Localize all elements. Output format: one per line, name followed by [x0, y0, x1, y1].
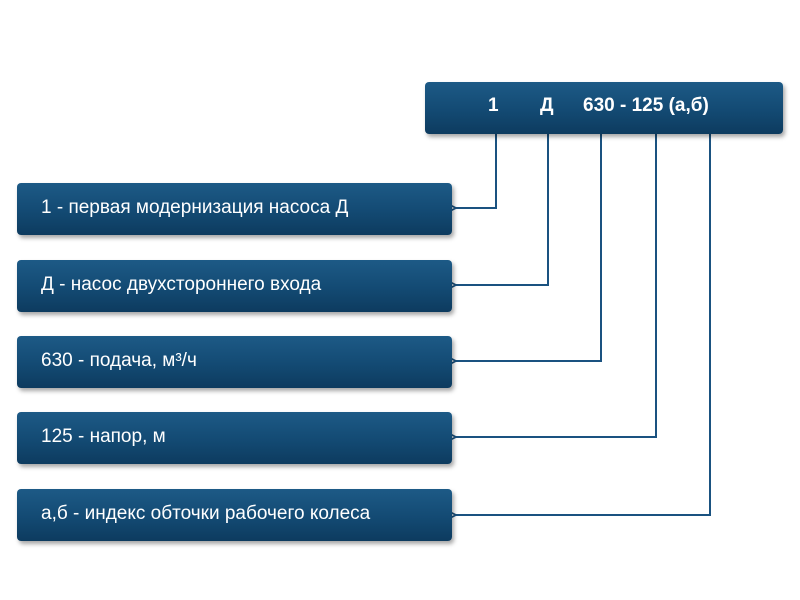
- connector-d: [456, 134, 549, 285]
- connector-125: [456, 134, 657, 437]
- code-part-pump-type: Д: [540, 95, 554, 116]
- connector-1: [456, 134, 497, 208]
- label-flow: 630 - подача, м³/ч: [17, 336, 452, 388]
- label-pump-type: Д - насос двухстороннего входа: [17, 260, 452, 312]
- connector-630: [456, 134, 602, 361]
- connector-ab: [456, 134, 711, 515]
- label-impeller-index: а,б - индекс обточки рабочего колеса: [17, 489, 452, 541]
- label-modernization: 1 - первая модернизация насоса Д: [17, 183, 452, 235]
- code-part-modernization: 1: [488, 95, 499, 116]
- code-part-flow-head-index: 630 - 125 (а,б): [583, 95, 709, 116]
- label-head: 125 - напор, м: [17, 412, 452, 464]
- pump-code-box: 1 Д 630 - 125 (а,б): [425, 82, 783, 134]
